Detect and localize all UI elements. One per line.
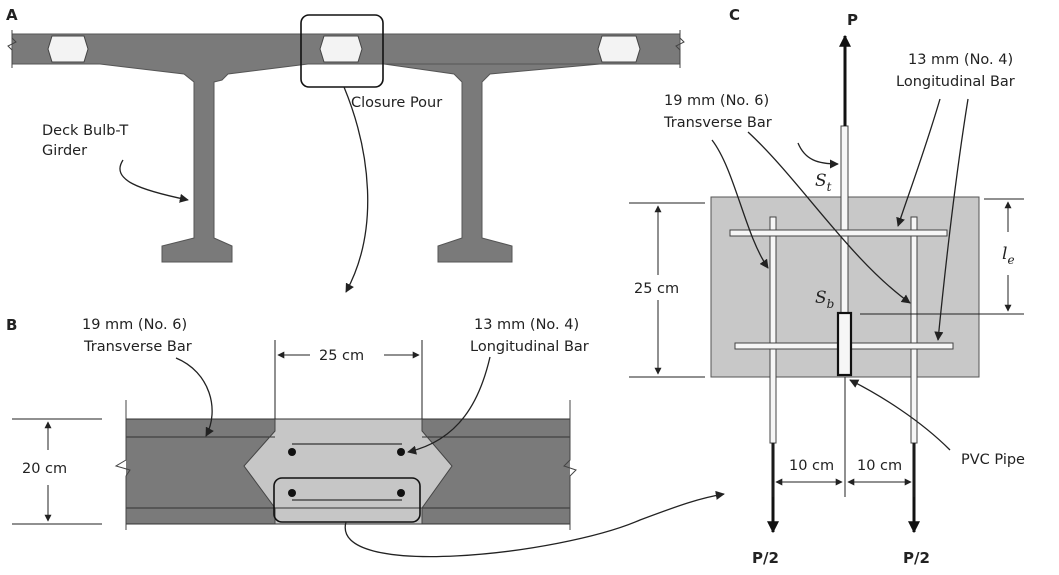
- sb-label: Sb: [815, 288, 834, 311]
- rebar-dot-tl: [288, 448, 296, 456]
- rebar-dot-bl: [288, 489, 296, 497]
- width-dim-label: 25 cm: [319, 348, 364, 364]
- closure-joint-right: [597, 35, 641, 63]
- deck-slab-left: [126, 419, 275, 524]
- panel-a-label: A: [6, 6, 18, 24]
- pvc-pipe-label: PVC Pipe: [961, 452, 1025, 468]
- depth-dim-label: 20 cm: [22, 461, 67, 477]
- spacing-label-left: 10 cm: [789, 458, 834, 474]
- closure-highlight-box: [300, 14, 384, 88]
- section-break-left: [114, 400, 131, 530]
- b-transverse-leader: [175, 357, 214, 437]
- closure-concrete: [244, 419, 452, 524]
- load-label-top: P: [847, 11, 858, 29]
- girder-deck-flange: [11, 33, 681, 263]
- deck-slab-right: [422, 419, 570, 524]
- load-label-right: P/2: [903, 549, 930, 567]
- st-leader: [797, 142, 839, 169]
- c-height-dim-label: 25 cm: [634, 281, 679, 297]
- closure-outline: [243, 419, 453, 524]
- c-transverse-leader-left: [711, 139, 769, 269]
- c-transverse-leader-right: [747, 131, 911, 304]
- detail-highlight-box: [273, 477, 421, 523]
- rebar-dot-br: [397, 489, 405, 497]
- girder-label-line1: Deck Bulb-T: [42, 123, 128, 139]
- rebar-dot-tr: [397, 448, 405, 456]
- b-longitudinal-label-1: 13 mm (No. 4): [474, 317, 579, 333]
- closure-pour-section: [114, 400, 577, 530]
- pvc-pipe-leader: [849, 379, 951, 451]
- section-break-right: [563, 400, 577, 530]
- c-longitudinal-leader-top: [896, 98, 941, 227]
- load-label-left: P/2: [752, 549, 779, 567]
- panel-c-label: C: [729, 6, 740, 24]
- le-label: le: [1002, 244, 1015, 267]
- panel-b-label: B: [6, 316, 17, 334]
- break-line-right: [675, 30, 685, 68]
- b-transverse-label-1: 19 mm (No. 6): [82, 317, 187, 333]
- deck-bulb-t-girder-elevation: [7, 14, 685, 263]
- girder-leader-arrow: [119, 159, 189, 203]
- left-bar: [769, 216, 777, 444]
- c-longitudinal-leader-bottom: [934, 98, 969, 341]
- right-bar: [910, 216, 918, 444]
- st-label: St: [815, 171, 832, 194]
- b-longitudinal-label-2: Longitudinal Bar: [470, 339, 589, 355]
- c-longitudinal-label-2: Longitudinal Bar: [896, 74, 1015, 90]
- break-line-left: [7, 30, 17, 68]
- c-transverse-label-2: Transverse Bar: [663, 115, 772, 131]
- detail-to-specimen-arrow: [344, 490, 725, 558]
- girder-label-line2: Girder: [42, 143, 87, 159]
- b-transverse-label-2: Transverse Bar: [83, 339, 192, 355]
- closure-pour-label: Closure Pour: [351, 95, 442, 111]
- c-transverse-label-1: 19 mm (No. 6): [664, 93, 769, 109]
- c-longitudinal-label-1: 13 mm (No. 4): [908, 52, 1013, 68]
- closure-joint-center: [319, 35, 363, 63]
- pvc-pipe: [836, 311, 853, 377]
- b-longitudinal-leader: [407, 356, 491, 455]
- closure-to-detail-arrow: [343, 86, 369, 293]
- girder-right-web: [383, 63, 601, 263]
- spacing-label-right: 10 cm: [857, 458, 902, 474]
- closure-joint-left: [47, 35, 89, 63]
